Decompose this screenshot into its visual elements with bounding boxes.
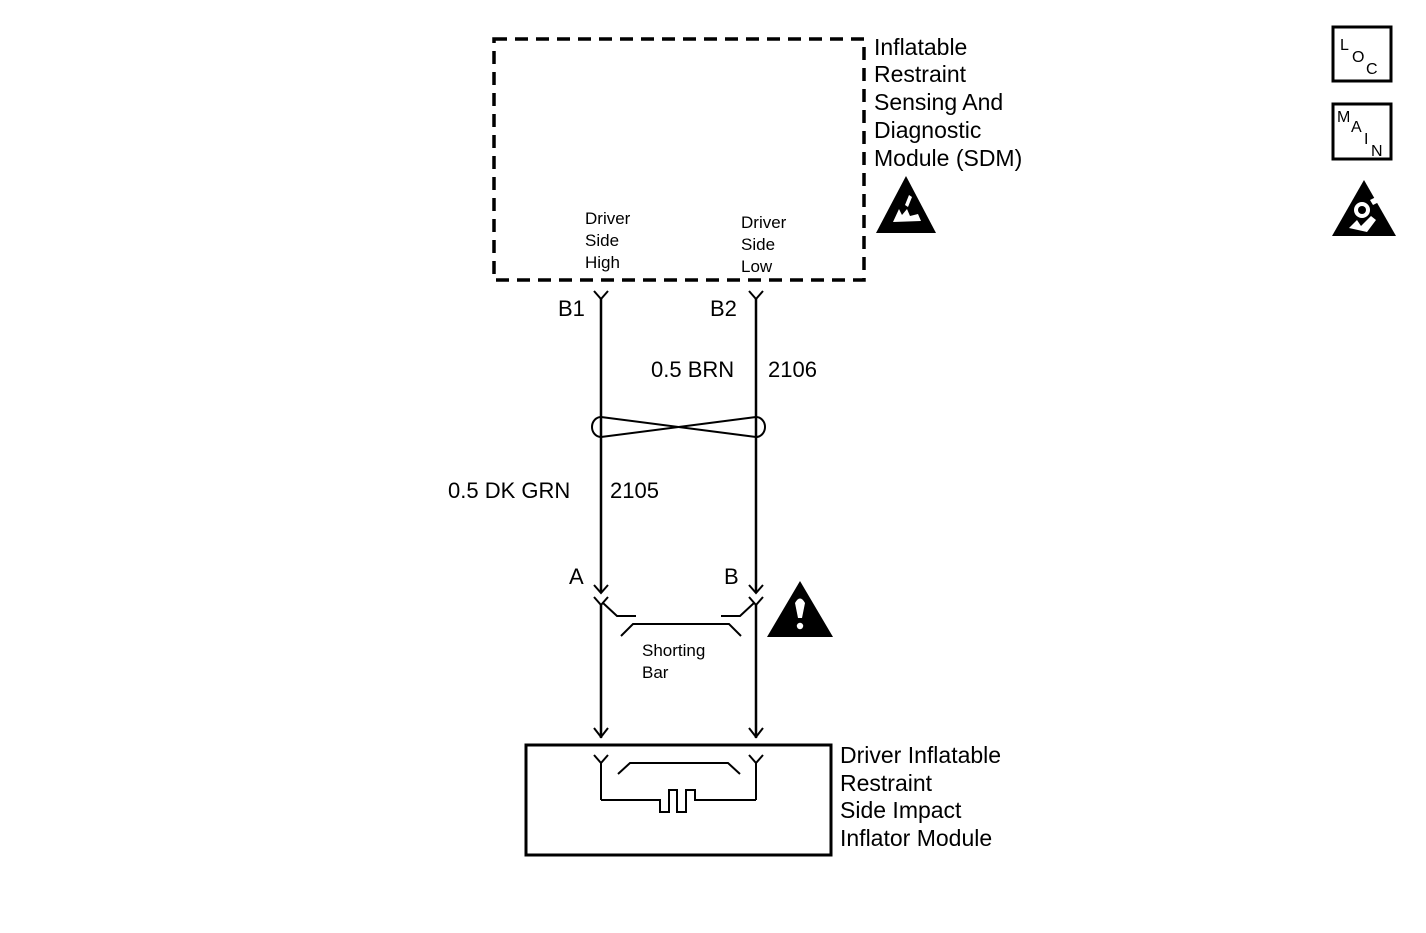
- sdm-module-outline: [492, 37, 866, 282]
- loc-button[interactable]: L O C: [1331, 25, 1393, 83]
- wire-2105-circuit: 2105: [610, 478, 659, 503]
- shorting-bar-symbol: [602, 602, 755, 637]
- pin-a-label: A: [569, 564, 584, 589]
- inflator-title-line: Restraint: [840, 770, 933, 796]
- pin-label-line: Low: [741, 257, 773, 276]
- sdm-title-line: Restraint: [874, 61, 967, 87]
- terminal-b2: [748, 290, 764, 301]
- inflator-module-title: Driver Inflatable Restraint Side Impact …: [840, 742, 1001, 851]
- sdm-title: Inflatable Restraint Sensing And Diagnos…: [874, 34, 1022, 171]
- sdm-title-line: Inflatable: [874, 34, 967, 60]
- main-button[interactable]: M A I N: [1331, 102, 1393, 161]
- pin-label-line: Driver: [741, 213, 787, 232]
- shorting-bar-label: Shorting: [642, 641, 705, 660]
- sdm-title-line: Module (SDM): [874, 145, 1022, 171]
- esd-warning-icon: [876, 176, 936, 233]
- inflator-title-line: Side Impact: [840, 797, 962, 823]
- inflator-title-line: Inflator Module: [840, 825, 992, 851]
- arrow-head-module-b: [748, 727, 764, 739]
- wire-2106-circuit: 2106: [768, 357, 817, 382]
- shorting-bar-label: Bar: [642, 663, 669, 682]
- pin-label-line: Side: [741, 235, 775, 254]
- main-button-letter: A: [1351, 119, 1362, 136]
- terminal-b: [748, 596, 764, 607]
- pin-b-label: B: [724, 564, 739, 589]
- caution-icon: [767, 581, 833, 637]
- main-button-letter: M: [1337, 109, 1350, 126]
- pin-label-driver-side-low: Driver Side Low: [741, 213, 787, 276]
- sdm-title-line: Sensing And: [874, 89, 1003, 115]
- loc-button-letter: L: [1340, 37, 1349, 54]
- loc-button-letter: C: [1366, 61, 1378, 78]
- terminal-a: [593, 596, 609, 607]
- inflator-module-outline: [524, 743, 833, 857]
- loc-button-letter: O: [1352, 49, 1364, 66]
- sdm-title-line: Diagnostic: [874, 117, 981, 143]
- airbag-icon[interactable]: [1332, 180, 1396, 236]
- pin-label-driver-side-high: Driver Side High: [585, 209, 631, 272]
- inflator-module-internal: [593, 754, 764, 813]
- pin-b1-label: B1: [558, 296, 585, 321]
- pin-b2-label: B2: [710, 296, 737, 321]
- arrow-head-module-a: [593, 727, 609, 739]
- arrow-head-a: [593, 584, 609, 595]
- wire-2105-gauge-color: 0.5 DK GRN: [448, 478, 570, 503]
- terminal-b1: [593, 290, 609, 301]
- twisted-pair-symbol: [591, 416, 766, 438]
- pin-label-line: High: [585, 253, 620, 272]
- main-button-letter: N: [1371, 143, 1383, 160]
- main-button-letter: I: [1364, 131, 1368, 148]
- arrow-head-b: [748, 584, 764, 595]
- wire-2106-gauge-color: 0.5 BRN: [651, 357, 734, 382]
- pin-label-line: Side: [585, 231, 619, 250]
- pin-label-line: Driver: [585, 209, 631, 228]
- inflator-title-line: Driver Inflatable: [840, 742, 1001, 768]
